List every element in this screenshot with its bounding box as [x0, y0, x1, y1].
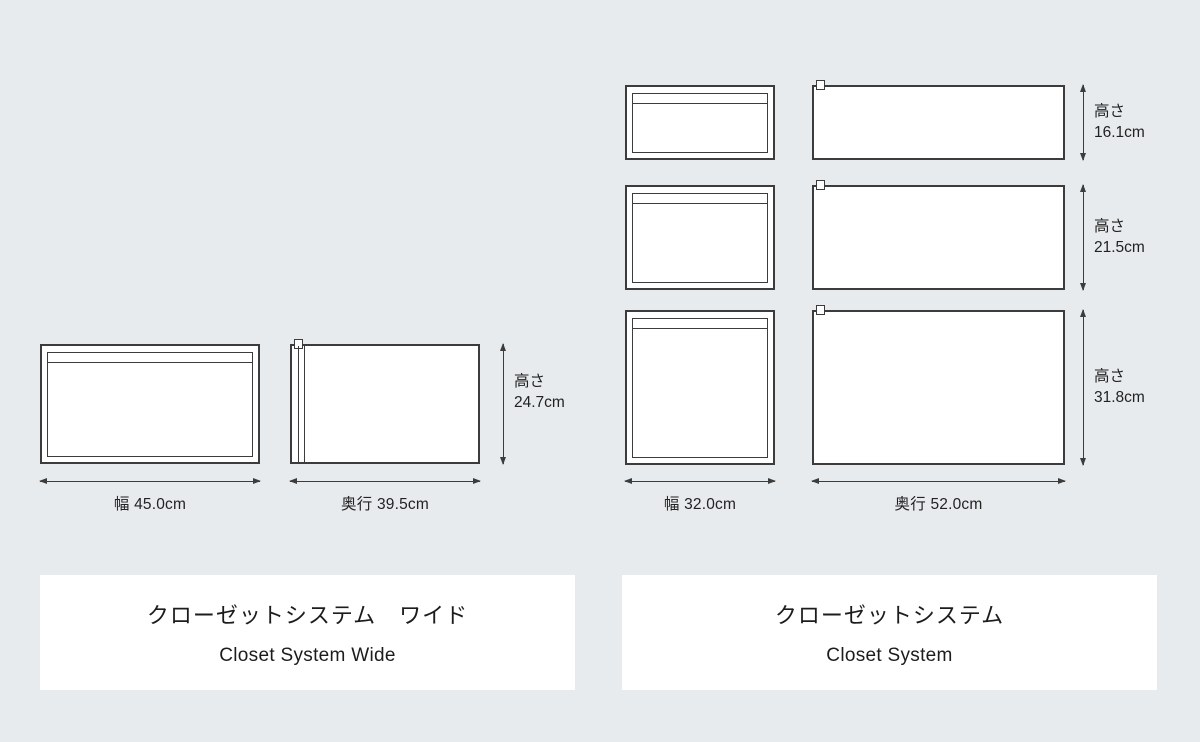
- lid-tab-icon: [816, 80, 825, 90]
- width-dimension-label: 幅 45.0cm: [113, 496, 187, 513]
- height-dimension-arrow: [1080, 309, 1086, 466]
- box-inner-rim: [632, 93, 768, 153]
- height-label-unit: 高さ: [1094, 218, 1126, 235]
- height-dimension-label: 高さ 24.7cm: [514, 371, 565, 413]
- height-label-unit: 高さ: [1094, 103, 1126, 120]
- box-lid-line: [47, 362, 253, 363]
- height-label-unit: 高さ: [1094, 368, 1126, 385]
- small-side-view-box: [812, 80, 1065, 160]
- lid-tab-icon: [816, 180, 825, 190]
- large-side-view-box: [812, 305, 1065, 465]
- height-label-unit: 高さ: [514, 373, 546, 390]
- height-dimension-arrow: [500, 343, 506, 465]
- height-dimension-label: 高さ 16.1cm: [1094, 101, 1145, 143]
- depth-dimension-label: 奥行 39.5cm: [341, 496, 429, 513]
- box-lid-line: [632, 203, 768, 204]
- lid-tab-icon: [816, 305, 825, 315]
- height-label-value: 21.5cm: [1094, 239, 1145, 256]
- depth-dimension-arrow: [811, 478, 1066, 484]
- lid-edge-line: [298, 346, 305, 462]
- box-inner-rim: [632, 318, 768, 458]
- width-dimension-arrow: [624, 478, 776, 484]
- product-title-jp: クローゼットシステム: [774, 603, 1005, 628]
- small-front-view-box: [625, 85, 775, 160]
- box-lid-line: [632, 103, 768, 104]
- height-label-value: 24.7cm: [514, 394, 565, 411]
- medium-front-view-box: [625, 185, 775, 290]
- box-inner-rim: [47, 352, 253, 457]
- medium-side-view-box: [812, 180, 1065, 290]
- depth-dimension-label: 奥行 52.0cm: [894, 496, 983, 513]
- box-inner-rim: [632, 193, 768, 283]
- height-dimension-label: 高さ 31.8cm: [1094, 366, 1145, 408]
- height-dimension-label: 高さ 21.5cm: [1094, 216, 1145, 258]
- width-dimension-arrow: [39, 478, 261, 484]
- product-title-card: クローゼットシステム Closet System: [622, 575, 1157, 690]
- product-title-jp: クローゼットシステム ワイド: [146, 603, 469, 628]
- box-lid-line: [632, 328, 768, 329]
- height-dimension-arrow: [1080, 184, 1086, 291]
- height-label-value: 31.8cm: [1094, 389, 1145, 406]
- large-front-view-box: [625, 310, 775, 465]
- product-title-en: Closet System Wide: [219, 645, 396, 666]
- depth-dimension-arrow: [289, 478, 481, 484]
- product-title-card-wide: クローゼットシステム ワイド Closet System Wide: [40, 575, 575, 690]
- wide-front-view-box: [40, 344, 260, 464]
- height-dimension-arrow: [1080, 84, 1086, 161]
- wide-side-view-box: [290, 339, 480, 464]
- height-label-value: 16.1cm: [1094, 124, 1145, 141]
- product-title-en: Closet System: [826, 645, 953, 666]
- width-dimension-label: 幅 32.0cm: [663, 496, 737, 513]
